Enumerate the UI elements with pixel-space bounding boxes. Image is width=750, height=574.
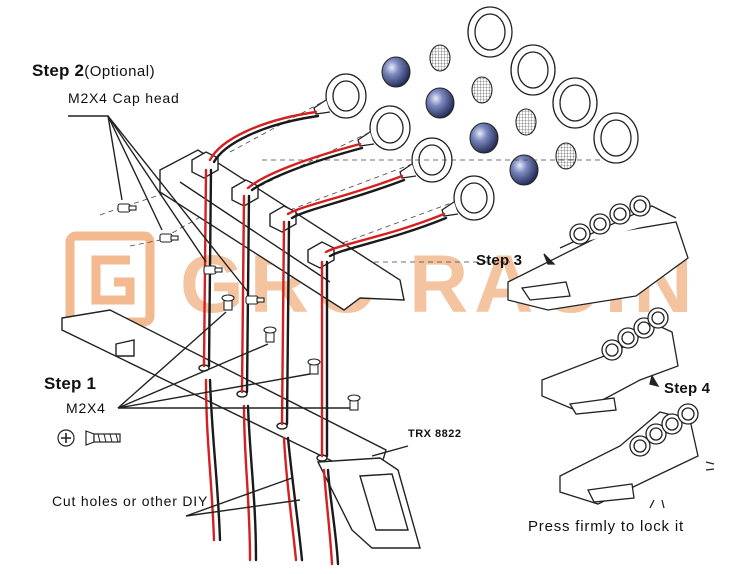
cap-screw [159,233,179,243]
step2-title: Step 2 [32,61,85,80]
cap-screw [117,203,137,213]
step1-title: Step 1 [44,374,97,393]
step2-heading: Step 2(Optional) [32,61,155,81]
phillips-screw-icon [57,429,121,447]
mini-light [645,423,667,445]
cut-holes-label: Cut holes or other DIY [52,493,209,509]
grille [515,108,537,136]
mini-light [629,435,651,457]
step1-screw-label: M2X4 [66,400,106,416]
cap-head-screws [117,203,265,305]
truck-roof [61,309,421,549]
grille [555,142,577,170]
step4-title: Step 4 [664,380,711,397]
step4-illustration [541,307,679,415]
housing [357,105,411,151]
ring [593,112,639,164]
mini-light [647,307,669,329]
step2-optional: (Optional) [84,63,156,80]
leader-lines [68,115,409,517]
flat-screw [347,394,361,411]
light-grilles [429,44,577,170]
press-marks-icon [649,461,715,509]
housing [441,175,495,221]
ring [552,77,598,129]
lock-illustration [559,403,715,509]
ring [510,44,556,96]
flat-screw [263,326,277,343]
mini-light [589,213,611,235]
light-lenses [381,56,539,186]
press-lock-label: Press firmly to lock it [528,518,684,535]
mini-light [617,327,639,349]
mini-light [601,339,623,361]
wires [202,110,448,566]
ring [467,6,513,58]
cap-screw [203,265,223,275]
mini-light [661,413,683,435]
grille [471,76,493,104]
mini-light [609,203,631,225]
flat-screw [221,294,235,311]
lens [509,154,539,186]
step3-title: Step 3 [476,252,523,269]
mini-light [569,223,591,245]
light-housings [313,73,495,221]
lens [425,87,455,119]
flat-screw [307,358,321,375]
arrow-icon [543,253,556,265]
mini-light [677,403,699,425]
lens [381,56,411,88]
trx-model-label: TRX 8822 [408,428,462,440]
mini-light [629,195,651,217]
housing [399,137,453,183]
step2-screw-label: M2X4 Cap head [68,90,180,106]
light-rings [467,6,639,164]
housing [313,73,367,119]
cap-screw [245,295,265,305]
countersunk-screws [221,294,361,411]
step3-illustration [507,195,689,311]
arrow-icon [649,374,660,388]
lens [469,122,499,154]
grille [429,44,451,72]
